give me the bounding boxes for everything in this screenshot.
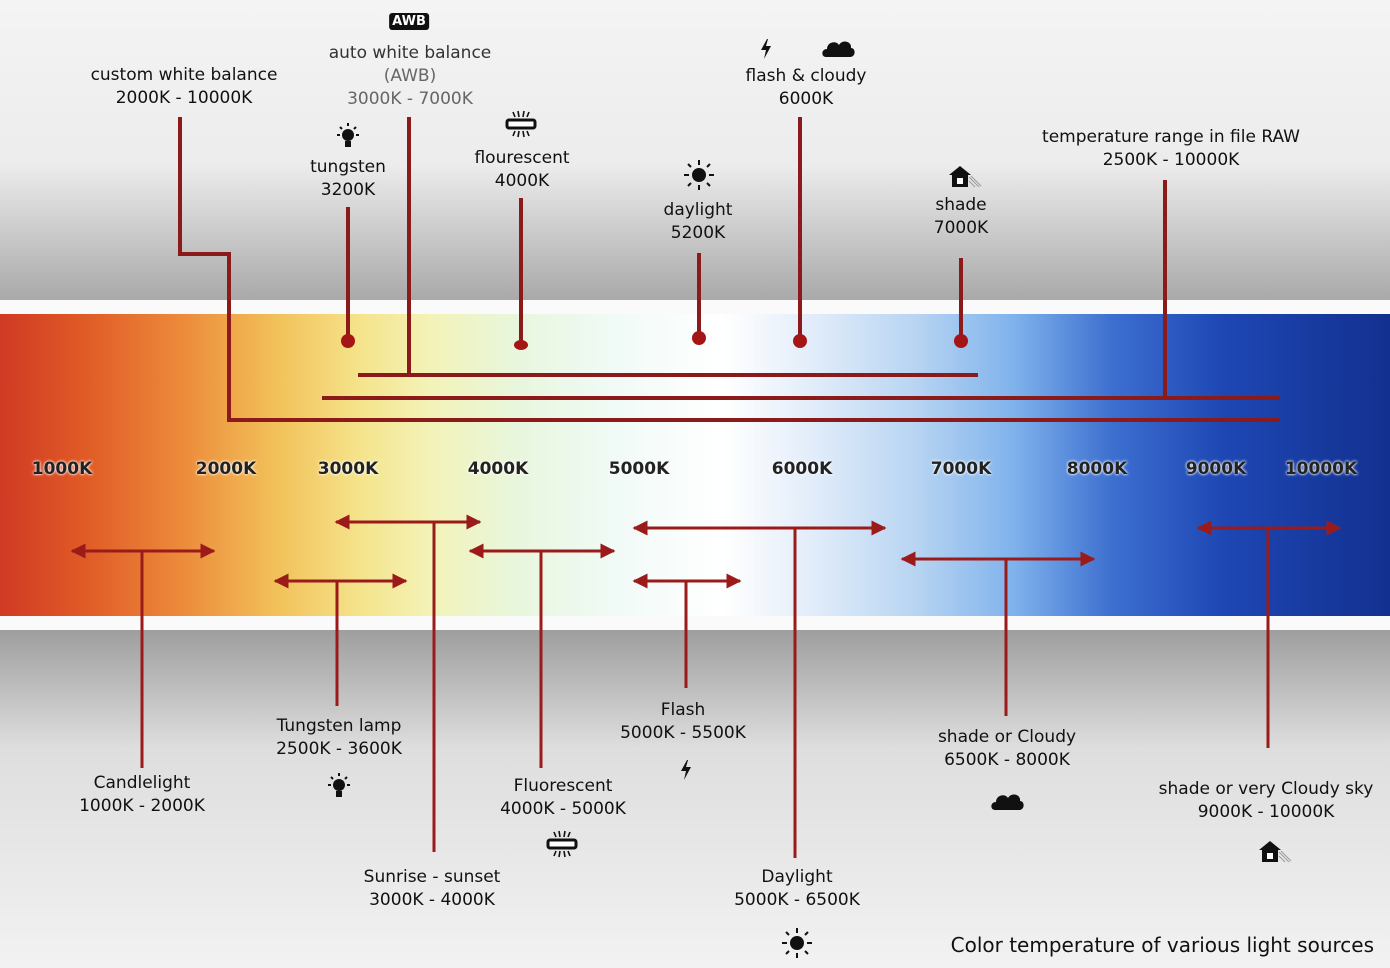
custom-wb-name: custom white balance bbox=[90, 65, 278, 85]
flash-label: Flash 5000K - 5500K bbox=[620, 699, 746, 745]
flash-name: Flash bbox=[660, 700, 706, 720]
tungsten-label: tungsten 3200K bbox=[310, 156, 386, 202]
bottom-background bbox=[0, 630, 1390, 968]
raw-label: temperature range in file RAW 2500K - 10… bbox=[1042, 126, 1300, 172]
bulb-icon bbox=[337, 123, 359, 147]
top-background bbox=[0, 0, 1390, 300]
tungsten-lamp-range: 2500K - 3600K bbox=[276, 739, 402, 759]
fluorescent-name: Fluorescent bbox=[513, 776, 613, 796]
sunrise-range: 3000K - 4000K bbox=[369, 890, 495, 910]
shade-cloudy-name: shade or Cloudy bbox=[937, 727, 1077, 747]
shade-dot bbox=[954, 334, 968, 348]
tick-9000k: 9000K bbox=[1185, 459, 1247, 479]
fluorescent-tube-icon bbox=[546, 830, 578, 858]
diagram-caption: Color temperature of various light sourc… bbox=[950, 933, 1374, 957]
cloud-icon bbox=[822, 41, 855, 57]
custom-wb-range: 2000K - 10000K bbox=[115, 88, 253, 108]
daylight-dot bbox=[692, 331, 706, 345]
daylight-range: 5200K bbox=[670, 223, 726, 243]
flash-icon bbox=[761, 39, 771, 59]
flash-icon bbox=[681, 760, 691, 780]
sunrise-name: Sunrise - sunset bbox=[363, 867, 501, 887]
bulb-icon bbox=[328, 773, 350, 797]
tick-2000k: 2000K bbox=[195, 459, 257, 479]
raw-name: temperature range in file RAW bbox=[1042, 127, 1300, 147]
flourescent-dot bbox=[514, 340, 528, 350]
sun-icon bbox=[782, 928, 812, 958]
house-shade-icon bbox=[949, 166, 982, 188]
tungsten-dot bbox=[341, 334, 355, 348]
tungsten-lamp-label: Tungsten lamp 2500K - 3600K bbox=[276, 715, 402, 761]
very-cloudy-label: shade or very Cloudy sky 9000K - 10000K bbox=[1159, 778, 1374, 824]
awb-sub: (AWB) bbox=[383, 66, 437, 86]
candlelight-range: 1000K - 2000K bbox=[79, 796, 205, 816]
custom-wb-line bbox=[178, 117, 1280, 422]
daylight-bottom-label: Daylight 5000K - 6500K bbox=[734, 866, 860, 912]
tick-6000k: 6000K bbox=[771, 459, 833, 479]
flash-cloudy-range: 6000K bbox=[778, 89, 834, 109]
daylight-label: daylight 5200K bbox=[664, 199, 733, 245]
tick-10000k: 10000K bbox=[1284, 459, 1358, 479]
flourescent-label: flourescent 4000K bbox=[474, 147, 569, 193]
flash-range: 5000K - 5500K bbox=[620, 723, 746, 743]
cloud-icon bbox=[991, 794, 1024, 810]
shade-name: shade bbox=[935, 195, 987, 215]
flourescent-range: 4000K bbox=[494, 171, 550, 191]
bottom-divider bbox=[0, 616, 1390, 630]
house-shade-icon bbox=[1259, 841, 1292, 863]
flash-cloudy-name: flash & cloudy bbox=[745, 66, 867, 86]
tungsten-lamp-name: Tungsten lamp bbox=[276, 716, 402, 736]
fluorescent-label: Fluorescent 4000K - 5000K bbox=[500, 775, 626, 821]
very-cloudy-name: shade or very Cloudy sky bbox=[1158, 779, 1374, 799]
custom-wb-label: custom white balance 2000K - 10000K bbox=[91, 64, 278, 110]
tick-3000k: 3000K bbox=[317, 459, 379, 479]
candlelight-label: Candlelight 1000K - 2000K bbox=[79, 772, 205, 818]
fluorescent-range: 4000K - 5000K bbox=[500, 799, 626, 819]
color-temperature-spectrum bbox=[0, 314, 1390, 616]
awb-range: 3000K - 7000K bbox=[347, 89, 473, 109]
flourescent-name: flourescent bbox=[474, 148, 570, 168]
very-cloudy-range: 9000K - 10000K bbox=[1197, 802, 1335, 822]
tick-4000k: 4000K bbox=[467, 459, 529, 479]
shade-cloudy-range: 6500K - 8000K bbox=[944, 750, 1070, 770]
awb-badge-icon: AWB bbox=[389, 13, 429, 30]
daylight-name: daylight bbox=[663, 200, 733, 220]
raw-range: 2500K - 10000K bbox=[1102, 150, 1240, 170]
awb-name: auto white balance bbox=[328, 43, 492, 63]
flash-cloudy-dot bbox=[793, 334, 807, 348]
tick-1000k: 1000K bbox=[31, 459, 93, 479]
daylight-bottom-name: Daylight bbox=[761, 867, 833, 887]
shade-cloudy-label: shade or Cloudy 6500K - 8000K bbox=[938, 726, 1076, 772]
sunrise-label: Sunrise - sunset 3000K - 4000K bbox=[364, 866, 501, 912]
tick-5000k: 5000K bbox=[608, 459, 670, 479]
fluorescent-tube-icon bbox=[505, 110, 537, 138]
awb-label: auto white balance (AWB) 3000K - 7000K bbox=[329, 42, 492, 111]
shade-label: shade 7000K bbox=[934, 194, 988, 240]
tungsten-name: tungsten bbox=[310, 157, 386, 177]
tungsten-range: 3200K bbox=[320, 180, 376, 200]
daylight-bottom-range: 5000K - 6500K bbox=[734, 890, 860, 910]
shade-range: 7000K bbox=[933, 218, 989, 238]
tick-7000k: 7000K bbox=[930, 459, 992, 479]
tick-8000k: 8000K bbox=[1066, 459, 1128, 479]
candlelight-name: Candlelight bbox=[93, 773, 191, 793]
sun-icon bbox=[684, 160, 714, 190]
flash-cloudy-label: flash & cloudy 6000K bbox=[746, 65, 867, 111]
